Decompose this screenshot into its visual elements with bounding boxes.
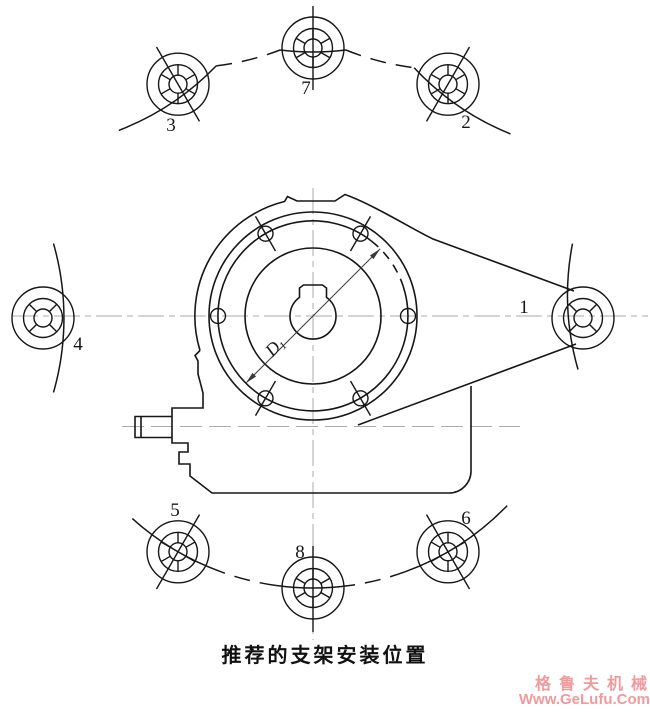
position-labels: 1 2 3 4 5 6 7 8: [73, 78, 529, 563]
dimension-label: D1: [260, 333, 289, 362]
flange-outer-circle: [208, 211, 418, 421]
position-label-3: 3: [166, 115, 176, 136]
gearbox-drawing: [134, 193, 577, 494]
arc-dashed-5-8: [220, 570, 276, 587]
watermark-line2: Www.GeLufu.Com: [519, 691, 650, 708]
bolt-hole-slash-tr: [349, 216, 372, 252]
arc-solid-pos4: [52, 243, 65, 393]
centerlines: [12, 188, 648, 640]
arc-dashed-3-7: [216, 49, 281, 67]
bolt-circle-solid: [217, 220, 409, 412]
arc-solid-pos3: [118, 65, 217, 132]
support-wheels: [11, 6, 615, 632]
dimension-line: [245, 248, 381, 384]
bolt-hole-slash-br: [349, 380, 372, 416]
watermark: 格鲁夫机械 Www.GeLufu.Com: [519, 674, 650, 708]
torque-arm-lower-edge: [357, 343, 577, 426]
position-label-1: 1: [519, 297, 529, 318]
bolt-circle-dashed: [371, 240, 405, 287]
bolt-holes: [209, 216, 417, 416]
hub-boss-circle: [244, 247, 382, 385]
arc-solid-pos1: [566, 243, 579, 370]
position-label-7: 7: [301, 78, 311, 99]
radial-line-pos2: [425, 46, 471, 122]
mounting-position-circle: [52, 49, 579, 589]
position-label-8: 8: [295, 542, 305, 563]
bolt-hole-right: [399, 307, 417, 325]
position-label-5: 5: [170, 500, 180, 521]
gearbox-base-outline: [171, 349, 472, 494]
watermark-line1: 格鲁夫机械: [535, 674, 650, 693]
output-bore-keyway: [289, 284, 337, 340]
bolt-hole-left: [209, 307, 227, 325]
bolt-hole-bottom-left: [257, 390, 274, 407]
dimension-arrowhead-upper: [369, 248, 381, 260]
bolt-hole-slash-tl: [254, 216, 277, 252]
position-label-6: 6: [461, 508, 471, 529]
dimension-d1: [245, 248, 381, 384]
arc-solid-pos5: [131, 518, 221, 573]
radial-line-pos6: [425, 514, 471, 590]
arc-dashed-8-6: [350, 570, 406, 587]
wheel-position-1: [551, 286, 615, 350]
arc-solid-pos2: [413, 67, 511, 135]
bolt-hole-top-right: [352, 225, 369, 242]
position-label-4: 4: [73, 334, 83, 355]
gearbox-housing-outline: [194, 193, 575, 351]
arc-dashed-7-2: [345, 49, 415, 69]
bolt-hole-top-left: [257, 225, 274, 242]
radial-line-pos5: [155, 514, 201, 590]
bolt-hole-slash-bl: [254, 380, 277, 416]
bolt-hole-bottom-right: [352, 390, 369, 407]
position-label-2: 2: [461, 112, 471, 133]
figure-caption: 推荐的支架安装位置: [222, 643, 429, 667]
dimension-arrowhead-lower: [245, 372, 257, 384]
radial-line-pos3: [155, 46, 201, 122]
input-shaft: [134, 415, 172, 439]
